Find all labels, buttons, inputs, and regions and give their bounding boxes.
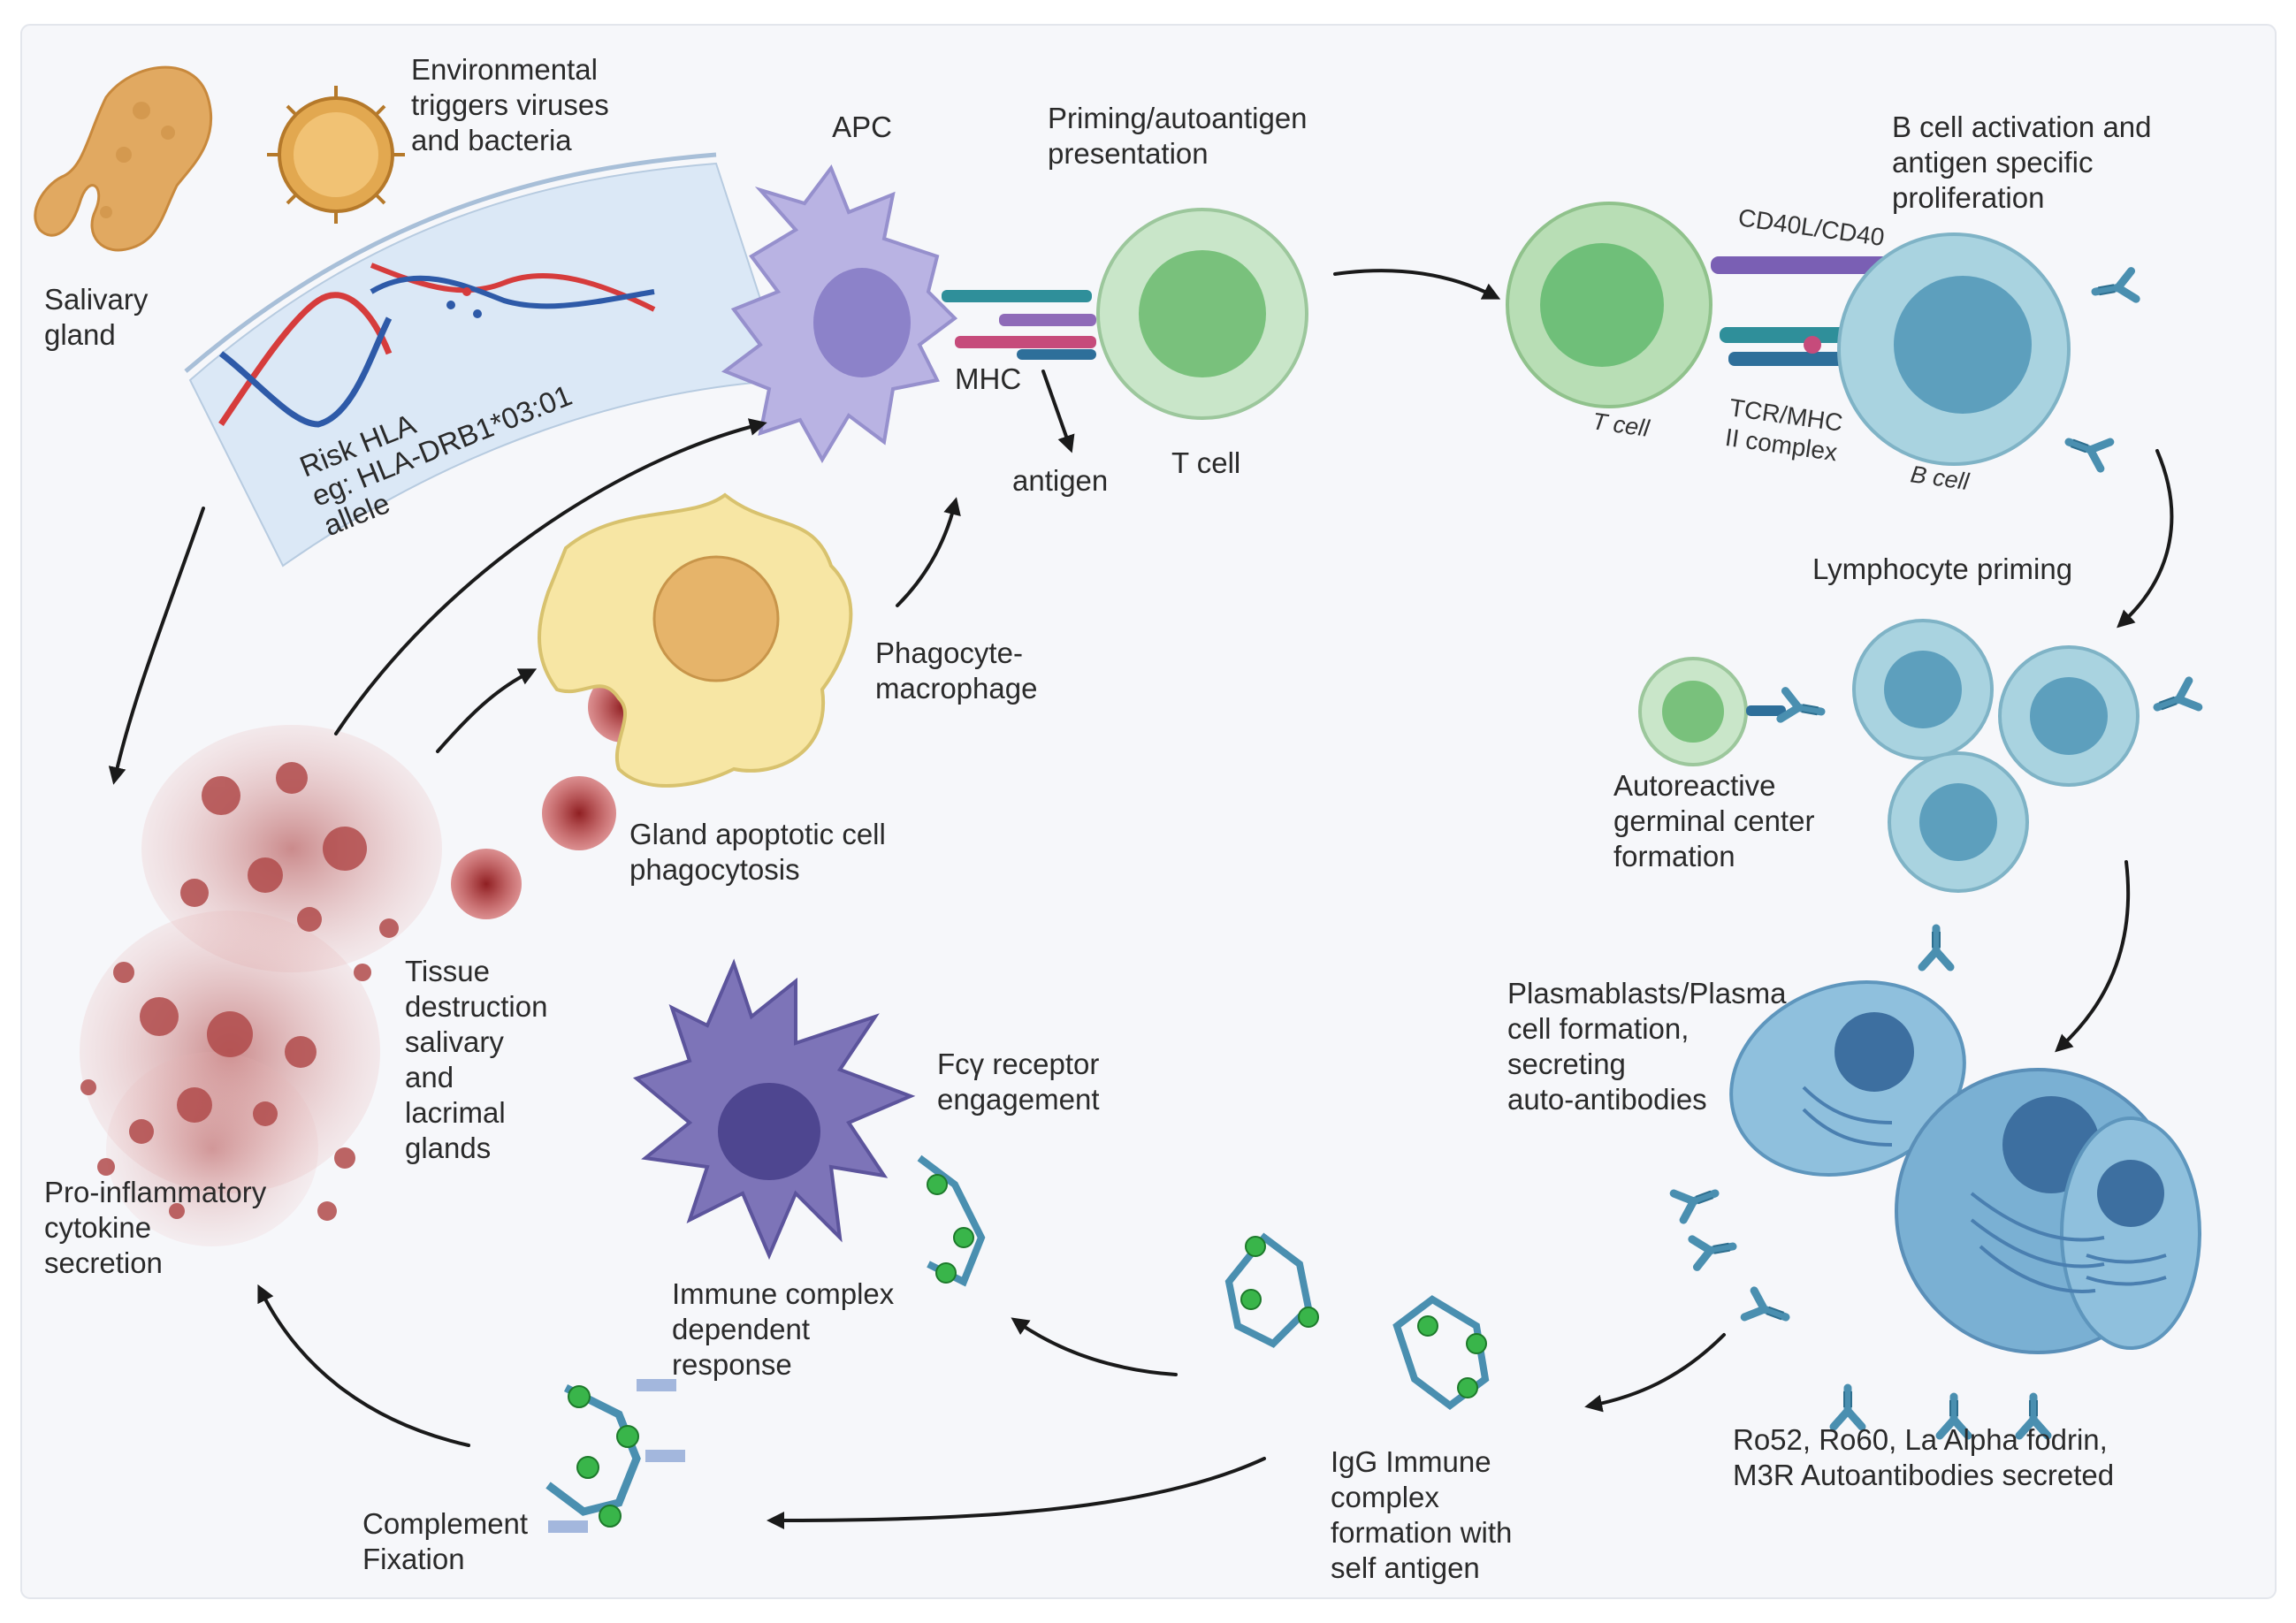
germinal-b-cells (1852, 619, 2140, 893)
self-antigen-icon (1224, 1232, 1490, 1410)
figure-background (20, 24, 2277, 1599)
apc-cell (721, 164, 958, 463)
t-cell-label: T cell (1171, 446, 1240, 479)
fc-receptor-complex (917, 1154, 986, 1287)
dna-helix-icon (218, 263, 656, 428)
arrow-priming-to-plasma (2055, 860, 2131, 1053)
salivary-gland-icon (34, 65, 213, 252)
antigen-arrow (1041, 370, 1075, 453)
macrophage-cell (538, 492, 853, 788)
complement-complex (545, 1379, 685, 1533)
arrow-igg-to-complement (767, 1457, 1266, 1529)
arrow-bcell-to-priming (2117, 449, 2174, 629)
lymphocyte-priming-label: Lymphocyte priming (1812, 552, 2072, 585)
mhc-label: MHC (955, 362, 1021, 395)
arrow-macrophage-to-apc (896, 497, 961, 607)
t-cell (1096, 208, 1308, 420)
apc-label: APC (832, 110, 892, 143)
ro52-label: Ro52, Ro60, La Alpha fodrin,M3R Autoanti… (1733, 1423, 2114, 1491)
dendritic-cell (632, 958, 916, 1261)
arrow-complement-to-tissue (257, 1284, 470, 1447)
tcr-mhc-complex (942, 290, 1096, 360)
virus-icon (267, 86, 405, 224)
arrow-tissue-to-apc (334, 418, 767, 735)
b-cell (1837, 232, 2071, 466)
plasma-cells (1729, 980, 2201, 1354)
phagocyte-label: Phagocyte-macrophage (875, 636, 1037, 705)
hla-panel (184, 152, 789, 568)
arrow-priming-to-bcell (1333, 269, 1501, 300)
arrow-igg-to-immune-response (1011, 1317, 1178, 1376)
arrow-apoptotic-to-macrophage (436, 668, 538, 753)
germinal-t-cell (1638, 657, 1786, 766)
t-cell-right (1506, 202, 1712, 408)
arrow-hla-to-tissue (108, 507, 205, 785)
tissue-cluster (80, 725, 442, 1246)
arrow-plasma-to-igg (1584, 1333, 1726, 1413)
antigen-label: antigen (1012, 464, 1108, 497)
